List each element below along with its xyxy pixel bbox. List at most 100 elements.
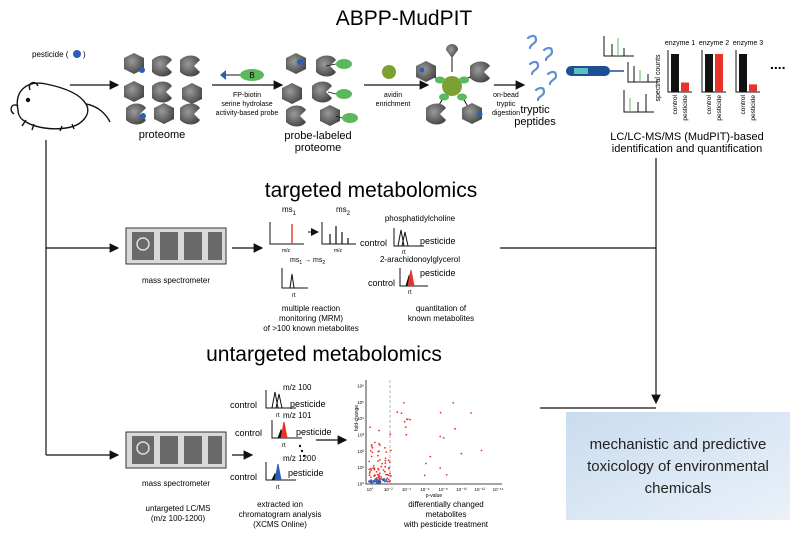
ms1-label: ms1	[282, 205, 297, 217]
volcano-point	[377, 454, 379, 457]
volcano-point	[439, 467, 442, 469]
volcano-point	[381, 478, 384, 481]
volcano-point	[373, 468, 376, 471]
volcano-point	[389, 433, 392, 436]
volcano-point	[384, 480, 386, 483]
volcano-ytick: 10⁴	[357, 416, 364, 421]
digestion-label-2: tryptic	[497, 101, 516, 108]
mrm-label-3: of >100 known metabolites	[263, 324, 358, 333]
volcano-point	[439, 411, 442, 414]
lc-column-icon	[566, 66, 624, 76]
eic-pesticide-2: pesticide	[296, 427, 332, 437]
volcano-point	[374, 480, 376, 483]
volcano-point	[452, 402, 455, 404]
volcano-point	[377, 468, 380, 471]
volcano-point	[377, 476, 380, 479]
mz-label-2: m/z	[334, 248, 343, 254]
volcano-point	[379, 444, 381, 446]
volcano-point	[405, 433, 408, 436]
volcano-point	[384, 462, 387, 464]
ms-spectra-icon	[603, 36, 658, 113]
volcano-point	[384, 457, 387, 460]
volcano-point	[379, 459, 381, 461]
eic-control-2: control	[235, 428, 262, 438]
volcano-point	[385, 451, 388, 453]
tryptic-label-1: tryptic	[520, 104, 550, 116]
volcano-ytick: 10⁵	[357, 400, 364, 405]
volcano-point	[378, 478, 381, 481]
pesticide-dot-icon	[73, 50, 81, 58]
probe-label-2: serine hydrolase	[221, 101, 272, 108]
volcano-xtick: 10⁻¹²	[475, 487, 486, 492]
untargeted-lcms-label-1: untargeted LC/MS	[146, 504, 211, 513]
volcano-point	[375, 479, 378, 482]
volcano-point	[368, 460, 371, 463]
eic-pesticide-1: pesticide	[290, 399, 326, 409]
volcano-point	[378, 472, 381, 475]
rt-label-q1: rt	[402, 250, 406, 256]
mass-spectrometer-icon-targeted	[125, 227, 227, 265]
volcano-point	[378, 429, 380, 432]
volcano-point	[374, 474, 376, 477]
enzyme-ellipsis: ....	[770, 56, 786, 72]
volcano-point	[470, 412, 472, 414]
volcano-point	[380, 478, 382, 480]
volcano-point	[377, 460, 379, 462]
rt-label-mrm: rt	[292, 293, 296, 299]
tryptic-peptides-icon	[526, 34, 558, 102]
enzyme-pesticide-label-1: pesticide	[682, 95, 689, 121]
targeted-heading: targeted metabolomics	[265, 179, 477, 202]
volcano-point	[379, 480, 382, 483]
pesticide-label-close: )	[83, 50, 86, 59]
2ag-chromatogram	[399, 268, 428, 287]
enzyme-control-label-2: control	[706, 94, 713, 114]
volcano-point	[368, 468, 371, 471]
bead-complex-icon	[416, 44, 490, 125]
eic-plot-1200	[265, 462, 296, 481]
volcano-xtick: 10⁻¹⁰	[456, 487, 467, 492]
volcano-point	[371, 482, 373, 484]
volcano-point	[439, 435, 442, 438]
volcano-point	[423, 474, 426, 477]
ms2-label: ms2	[336, 205, 351, 217]
mass-spectrometer-label-untargeted: mass spectrometer	[142, 479, 210, 488]
volcano-point	[369, 467, 372, 470]
eic-ellipsis-dots	[298, 444, 306, 458]
avidin-bead-icon	[382, 65, 396, 79]
volcano-point	[389, 449, 392, 452]
enzyme-bar-control-2	[705, 54, 713, 92]
volcano-point	[403, 420, 406, 423]
volcano-point	[387, 480, 390, 483]
volcano-point	[383, 470, 386, 473]
volcano-point	[380, 475, 383, 478]
eic-plot-101	[271, 420, 302, 439]
quant-control-2: control	[368, 278, 395, 288]
volcano-point	[376, 473, 379, 476]
volcano-point	[387, 459, 390, 462]
volcano-xtick: 10⁻²	[384, 487, 393, 492]
volcano-point	[369, 426, 371, 429]
compound-2-label: 2-arachidonoylglycerol	[380, 255, 460, 264]
lcms-label-2: identification and quantification	[612, 143, 762, 155]
volcano-point	[372, 464, 375, 467]
outcome-line-3: chemicals	[645, 480, 712, 497]
mz100-label: m/z 100	[283, 383, 312, 392]
eic-pesticide-3: pesticide	[288, 468, 324, 478]
outcome-line-1: mechanistic and predictive	[590, 436, 767, 453]
digestion-label-1: on-bead	[493, 92, 519, 99]
enzyme-control-label-3: control	[740, 94, 747, 114]
volcano-point	[371, 451, 374, 454]
volcano-ytick: 10²	[357, 449, 364, 454]
volcano-point	[460, 452, 463, 455]
volcano-point	[371, 446, 374, 449]
mz1200-label: m/z 1200	[283, 454, 316, 463]
probe-labeled-label-1: probe-labeled	[284, 130, 351, 142]
volcano-point	[480, 449, 483, 452]
diff-label-3: with pesticide treatment	[403, 520, 489, 529]
volcano-axes	[365, 380, 502, 485]
volcano-point	[387, 478, 390, 481]
volcano-point	[374, 478, 377, 480]
volcano-point	[454, 427, 456, 430]
